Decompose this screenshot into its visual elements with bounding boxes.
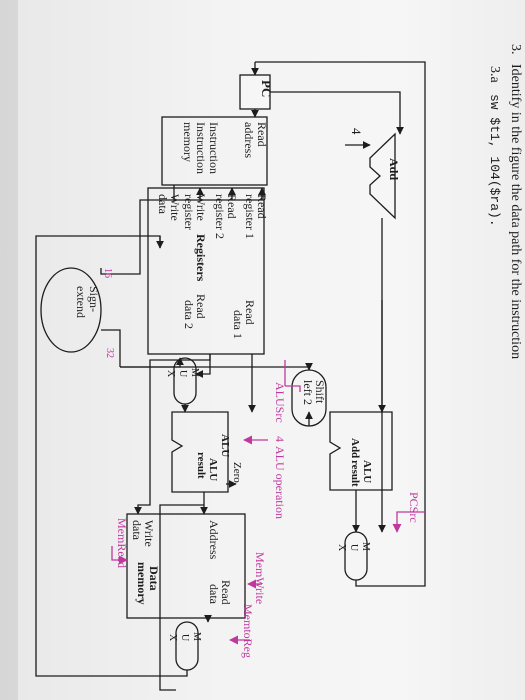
const4-aluop: 4	[273, 436, 287, 442]
pcsrc-wire	[255, 61, 426, 587]
reg-out-l2: data 1	[231, 310, 245, 339]
pcsrc-label: PCSrc	[407, 492, 421, 523]
const4-top: 4	[349, 128, 364, 135]
instruction-text: sw $t1, 104($ra).	[487, 94, 502, 227]
question-subpart: 3.a sw $t1, 104($ra).	[487, 66, 502, 227]
dmem-read-data: data	[207, 584, 221, 605]
registers-title: Registers	[194, 234, 208, 282]
question-heading: 3. Identify in the figure the data path …	[508, 44, 523, 359]
branch-adder	[329, 411, 393, 491]
rd2-to-dmem	[134, 354, 211, 515]
reg-l5: Write	[194, 194, 208, 221]
pc-adder	[369, 132, 396, 220]
pcsrc-arrow	[392, 511, 425, 533]
imem-l2: address	[242, 122, 256, 158]
dmem-read: Read	[219, 580, 233, 605]
writeback-wire	[35, 235, 188, 677]
reg-l3: Read	[225, 194, 239, 219]
memtoreg-mux-x: X	[167, 634, 178, 642]
memread-arrow	[111, 546, 128, 565]
alu-result-l1: ALU	[207, 458, 219, 481]
reg-l1: Read	[255, 194, 269, 219]
paper-page	[18, 0, 525, 700]
pcsrc-mux-m: M	[360, 542, 371, 551]
imem-l1: Read	[255, 122, 269, 147]
instr-to-signext	[100, 199, 174, 275]
reg-l7: Write	[168, 194, 182, 221]
alu-label: ALU	[219, 434, 231, 457]
signext-out	[101, 329, 121, 367]
width-32: 32	[104, 348, 115, 358]
memtoreg-mux-u: U	[179, 634, 190, 642]
data-memory	[126, 513, 246, 619]
zero-label: Zero	[231, 462, 243, 483]
add2-l2: ALU	[361, 460, 373, 483]
pcsrc-mux-x: X	[336, 544, 347, 552]
imm-to-shift	[120, 362, 313, 371]
dmem-write: Write	[142, 520, 156, 547]
pc-to-add	[270, 91, 404, 135]
question-text: Identify in the figure the data path for…	[508, 64, 523, 359]
rd2-to-mux	[195, 354, 211, 378]
dmem-title-2: memory	[135, 562, 149, 605]
alusrc-label: ALUSrc	[273, 382, 287, 423]
reg-l2: register 1	[243, 194, 257, 239]
register-file	[147, 187, 265, 355]
shift-l2: left 2	[301, 380, 315, 405]
reg-out-l4: data 2	[182, 300, 196, 329]
alusrc-mux-m: M	[189, 368, 200, 377]
memtoreg-label: MemtoReg	[241, 604, 255, 658]
shift-l1: Shift	[313, 380, 327, 404]
instruction-memory	[161, 116, 268, 186]
add2-l3: result	[349, 460, 361, 487]
pcsrc-mux-u: U	[348, 544, 359, 552]
add2-l1: Add	[349, 438, 361, 458]
memread-label: MemRead	[115, 518, 129, 568]
reg-l6: register	[182, 194, 196, 230]
dmem-write-data: data	[130, 520, 144, 541]
alu-operation-label: ALU operation	[273, 446, 287, 519]
alusrc-mux-u: U	[177, 370, 188, 378]
alusrc-mux	[173, 357, 197, 405]
width-16: 16	[102, 268, 113, 278]
signext-l2: extend	[74, 286, 88, 318]
pcsrc-mux	[344, 531, 368, 581]
alusrc-mux-x: X	[165, 370, 176, 378]
main-alu	[171, 411, 229, 493]
sign-extend	[40, 267, 102, 353]
memwrite-label: MemWrite	[253, 552, 267, 604]
imem-l3: Instruction	[207, 122, 221, 174]
alu-bypass	[159, 504, 204, 691]
reg-l4: register 2	[213, 194, 227, 239]
question-number: 3.	[508, 44, 523, 55]
subpart-label: 3.a	[487, 66, 502, 84]
alusrc-tick	[285, 385, 301, 392]
alu-result-l2: result	[195, 452, 207, 479]
pc-label: PC	[259, 80, 274, 97]
dmem-title-1: Data	[147, 566, 161, 591]
dmem-address: Address	[207, 520, 221, 560]
add-top-label: Add	[387, 158, 401, 180]
memtoreg-mux-m: M	[191, 632, 202, 641]
memtoreg-mux	[175, 621, 199, 671]
reg-out-l1: Read	[243, 300, 257, 325]
signext-l1: Sign-	[87, 286, 101, 312]
imem-l4: Instruction	[194, 122, 208, 174]
imem-l5: memory	[181, 122, 195, 162]
reg-out-l3: Read	[194, 294, 208, 319]
reg-l8: data	[156, 194, 170, 215]
